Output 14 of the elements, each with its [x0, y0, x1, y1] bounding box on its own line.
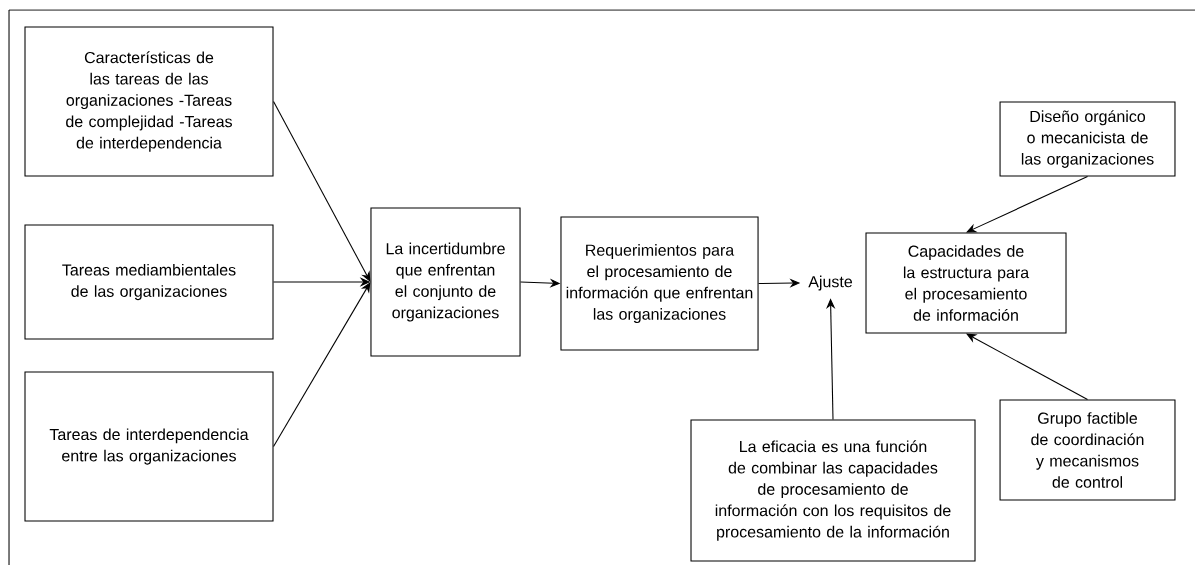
process-box: La incertidumbre que enfrentan el conjunto de organizaciones — [370, 207, 521, 357]
process-box: Grupo factible de coordinación y mecanismos de control — [999, 399, 1176, 501]
process-box: Tareas de interdependencia entre las organizaciones — [24, 371, 274, 522]
arrow — [273, 282, 371, 448]
process-box: Tareas mediambientales de las organizaciones — [24, 224, 274, 340]
process-box: La eficacia es una función de combinar las capacidades de procesamiento de información con los requisitos de procesamiento de la información — [690, 419, 976, 562]
process-box: Diseño orgánico o mecanicista de las organizaciones — [999, 101, 1176, 177]
node-label: Ajuste — [808, 275, 852, 291]
arrow — [966, 176, 1089, 233]
arrow — [966, 333, 1089, 400]
process-box: Capacidades de la estructura para el procesamiento de información — [865, 232, 1067, 334]
arrow — [273, 100, 371, 282]
process-box: Requerimientos para el procesamiento de información que enfrentan las organizaciones — [560, 216, 759, 351]
process-box: Características de las tareas de las organizaciones -Tareas de complejidad -Tareas de interdependencia — [24, 26, 274, 177]
